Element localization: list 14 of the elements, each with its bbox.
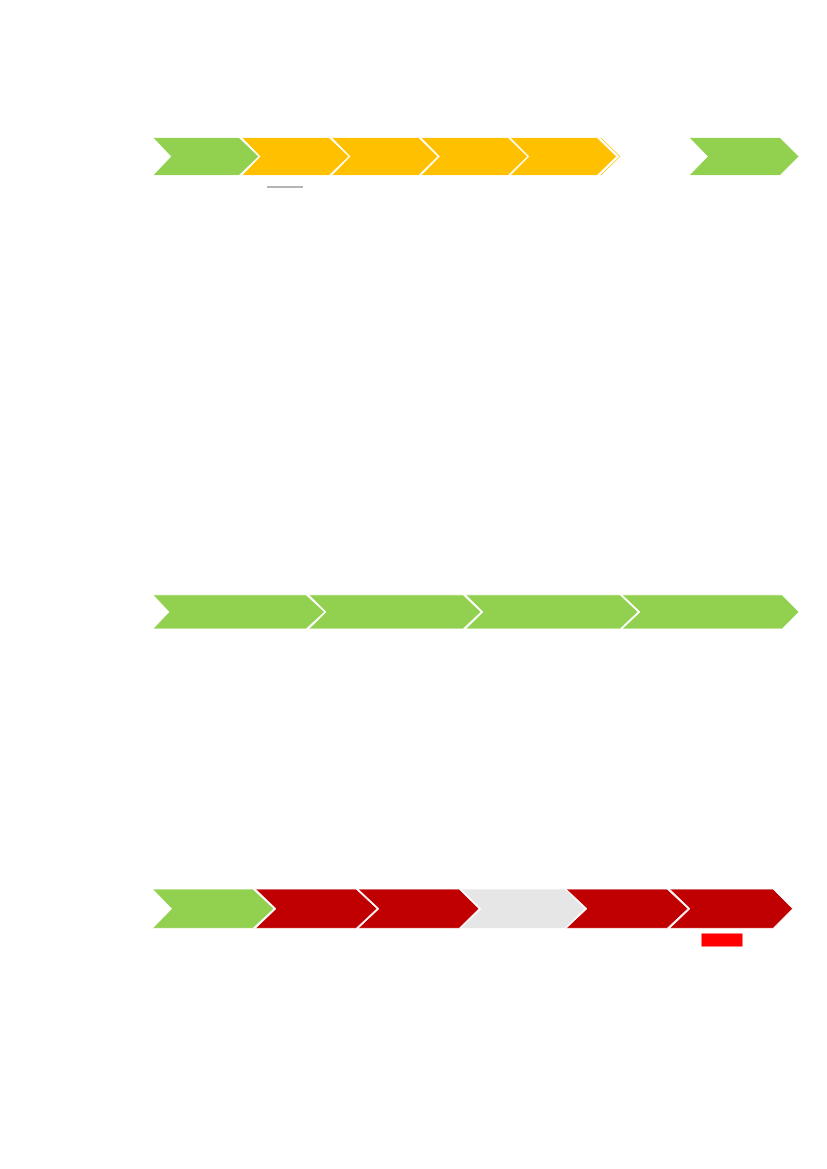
process-step (255, 888, 378, 929)
process-step (621, 594, 800, 630)
process-step (357, 888, 480, 929)
process-step (331, 137, 439, 176)
process-step (460, 888, 586, 929)
process-step (152, 594, 325, 630)
process-step (509, 137, 617, 176)
process-step (152, 137, 260, 176)
process-step (565, 888, 689, 929)
process-step (152, 888, 275, 929)
process-step (420, 137, 528, 176)
process-step (669, 888, 793, 929)
process-step (241, 137, 350, 176)
process-step (688, 137, 800, 176)
